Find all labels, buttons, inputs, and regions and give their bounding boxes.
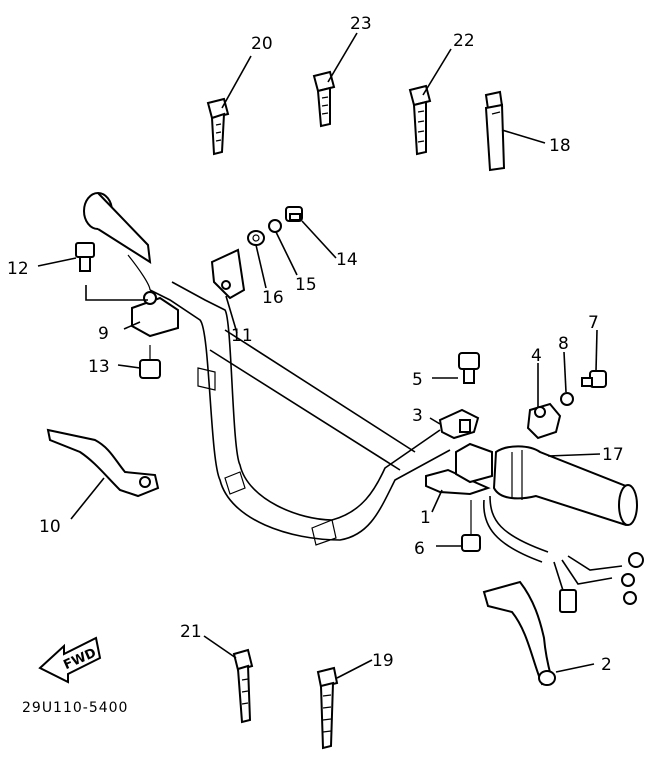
part-label-12: 12 <box>7 259 29 279</box>
part-label-1: 1 <box>420 508 431 528</box>
left-grip <box>83 192 152 291</box>
cable-tie-20 <box>206 97 230 156</box>
part-label-17: 17 <box>602 445 624 465</box>
part-labels: 20 23 22 18 12 9 13 14 15 16 11 10 5 3 1… <box>7 14 624 675</box>
handlebar-tube <box>149 281 451 546</box>
bolt-5 <box>458 352 480 384</box>
part-label-23: 23 <box>350 14 372 34</box>
holder-3 <box>438 408 480 440</box>
cable-tie-22 <box>408 84 432 156</box>
nut-6 <box>461 500 481 552</box>
bolt-12 <box>75 242 148 301</box>
part-label-21: 21 <box>180 622 202 642</box>
bracket-11 <box>210 248 246 300</box>
part-label-4: 4 <box>531 346 542 366</box>
screw-14 <box>285 206 303 222</box>
part-label-14: 14 <box>336 250 358 270</box>
switch-body-1 <box>425 442 493 496</box>
leader-lines <box>37 32 601 679</box>
part-label-2: 2 <box>601 655 612 675</box>
part-label-20: 20 <box>251 34 273 54</box>
lever-10 <box>46 428 160 498</box>
diagram-code: 29U110-5400 <box>22 700 128 716</box>
part-label-10: 10 <box>39 517 61 537</box>
clamp-4 <box>526 402 562 440</box>
nut-13 <box>139 345 161 379</box>
part-label-11: 11 <box>231 326 253 346</box>
cable-tie-23 <box>312 70 336 128</box>
cable-tie-21 <box>232 648 254 724</box>
part-label-5: 5 <box>412 370 423 390</box>
part-label-7: 7 <box>588 313 599 333</box>
part-label-16: 16 <box>262 288 284 308</box>
part-label-18: 18 <box>549 136 571 156</box>
part-label-19: 19 <box>372 651 394 671</box>
lever-2 <box>482 580 556 686</box>
throttle-cable <box>483 495 549 563</box>
holder-9 <box>131 291 179 338</box>
washer-15 <box>268 219 282 233</box>
wire-harness <box>553 552 644 613</box>
cable-tie-19 <box>316 666 339 750</box>
screw-7 <box>581 370 607 388</box>
part-label-13: 13 <box>88 357 110 377</box>
throttle-grip-17 <box>492 445 638 527</box>
washer-16 <box>247 230 265 246</box>
fwd-arrow-icon: FWD <box>38 636 102 684</box>
part-label-22: 22 <box>453 31 475 51</box>
part-label-3: 3 <box>412 406 423 426</box>
cable-tie-18 <box>484 90 506 172</box>
part-label-15: 15 <box>295 275 317 295</box>
part-label-8: 8 <box>558 334 569 354</box>
washer-8 <box>560 392 574 406</box>
part-label-9: 9 <box>98 324 109 344</box>
part-label-6: 6 <box>414 539 425 559</box>
